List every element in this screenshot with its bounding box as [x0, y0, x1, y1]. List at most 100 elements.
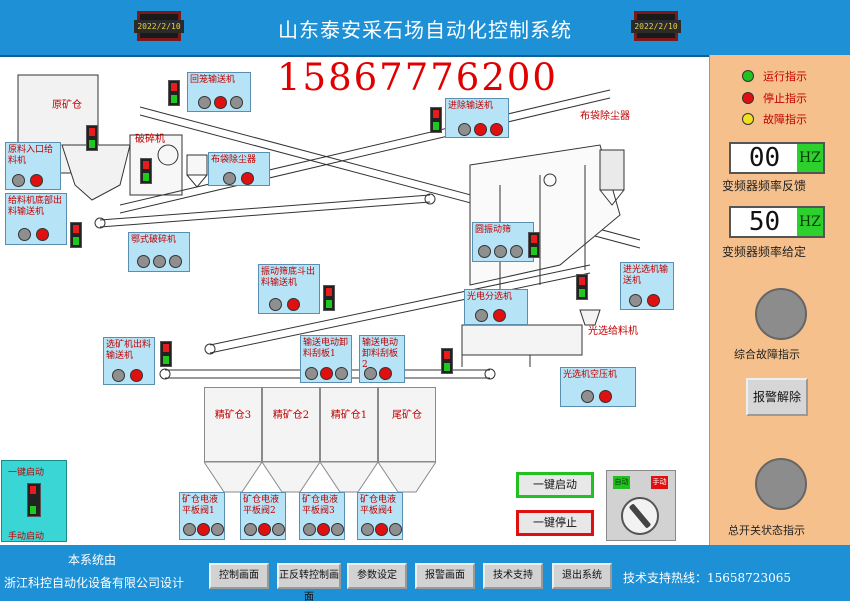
mode-toggle-switch[interactable] [27, 483, 41, 517]
main-switch-label: 总开关状态指示 [728, 524, 805, 537]
legend-run: 运行指示 [742, 68, 807, 84]
knob-manual-label: 手动 [651, 476, 668, 489]
process-diagram [17, 74, 641, 380]
status-lamp [475, 309, 488, 322]
gate-valve-3[interactable]: 矿仓电液平板阀3 [299, 492, 345, 540]
frequency-feedback-label: 变频器频率反馈 [722, 179, 807, 193]
frequency-setpoint-unit: HZ [797, 208, 823, 236]
silo-1: 精矿仓3 [204, 387, 262, 462]
status-lamp [478, 245, 491, 258]
status-lamp [36, 228, 49, 241]
selector-knob[interactable] [621, 497, 659, 535]
toggle-switch-optical-conveyor[interactable] [576, 274, 588, 300]
toggle-switch-raw-inlet[interactable] [86, 125, 98, 151]
toggle-switch-feeder-bottom[interactable] [70, 222, 82, 248]
bag-filter-small [186, 154, 208, 176]
legend-fault: 故障指示 [742, 111, 807, 127]
mode-manual-label: 手动启动 [8, 532, 45, 542]
conveyor-long-2 [119, 89, 611, 206]
status-lamp [18, 228, 31, 241]
nav-parameter-settings[interactable]: 参数设定 [347, 563, 407, 589]
status-lamp [375, 523, 388, 536]
device-optical-separator[interactable]: 光电分选机 [464, 289, 528, 325]
device-sorter-conveyor[interactable]: 选矿机出料输送机 [103, 337, 155, 385]
device-raw-inlet-feeder[interactable]: 原料入口给料机 [5, 142, 61, 190]
screen-pulley [543, 173, 557, 187]
frequency-feedback-value: 00 [748, 143, 781, 173]
crusher-wheel [157, 144, 179, 166]
silo-4: 尾矿仓 [378, 387, 436, 462]
device-optical-compressor[interactable]: 光选机空压机 [560, 367, 636, 407]
mode-select-panel: 一键启动 手动启动 [1, 460, 67, 542]
nav-alarm-screen[interactable]: 报警画面 [415, 563, 475, 589]
toggle-switch-round-screen[interactable] [528, 232, 540, 258]
device-bag-dust[interactable]: 布袋除尘器 [208, 152, 270, 186]
frequency-setpoint-input[interactable]: 50 HZ [729, 206, 825, 238]
device-vib-screen-conveyor[interactable]: 振动筛底斗出料输送机 [258, 264, 320, 314]
toggle-switch-sorter[interactable] [160, 341, 172, 367]
status-lamp [305, 367, 318, 380]
status-lamp [241, 172, 254, 185]
bag-dust-top-label: 布袋除尘器 [580, 111, 630, 122]
status-lamp [211, 523, 224, 536]
status-lamp [272, 523, 285, 536]
conveyor-mid-pulley [204, 343, 216, 355]
raw-bin-label: 原矿仓 [52, 100, 82, 111]
toggle-switch-dust-conveyor[interactable] [430, 107, 442, 133]
conveyor-feed-pulley-l [94, 217, 106, 229]
status-lamp [335, 367, 348, 380]
device-elec-plate-2[interactable]: 输送电动卸料刮板2 [359, 335, 405, 383]
status-lamp [137, 255, 150, 268]
status-lamp [379, 367, 392, 380]
status-lamp [197, 523, 210, 536]
status-lamp [320, 367, 333, 380]
toggle-switch-elec-plate[interactable] [441, 348, 453, 374]
gate-valve-2[interactable]: 矿仓电液平板阀2 [240, 492, 286, 540]
gate-valve-4[interactable]: 矿仓电液平板阀4 [357, 492, 403, 540]
one-key-stop-button[interactable]: 一键停止 [516, 510, 594, 536]
device-elec-plate-1[interactable]: 输送电动卸料刮板1 [300, 335, 352, 383]
legend-stop: 停止指示 [742, 90, 807, 106]
frequency-setpoint-label: 变频器频率给定 [722, 245, 807, 259]
nav-exit-system[interactable]: 退出系统 [552, 563, 612, 589]
conveyor-silo-pulley-r [484, 368, 496, 380]
status-lamp [494, 245, 507, 258]
status-lamp [12, 174, 25, 187]
status-lamp [198, 96, 211, 109]
conveyor-feed-bottom-b [99, 201, 431, 228]
conveyor-feed-pulley-r [424, 193, 436, 205]
nav-control-screen[interactable]: 控制画面 [209, 563, 269, 589]
device-rotary-conveyor[interactable]: 回笼输送机 [187, 72, 251, 112]
toggle-switch-crusher[interactable] [140, 158, 152, 184]
status-lamp [629, 294, 642, 307]
nav-tech-support[interactable]: 技术支持 [483, 563, 543, 589]
app-title: 山东泰安采石场自动化控制系统 [278, 18, 572, 42]
alarm-reset-button[interactable]: 报警解除 [746, 378, 808, 416]
gate-valve-1[interactable]: 矿仓电液平板阀1 [179, 492, 225, 540]
device-optical-conveyor[interactable]: 进光选机输送机 [620, 262, 674, 310]
toggle-switch-vib-screen[interactable] [323, 285, 335, 311]
toggle-switch-rotary[interactable] [168, 80, 180, 106]
crusher-label: 破碎机 [135, 134, 165, 145]
device-round-screen[interactable]: 圆振动筛 [472, 222, 534, 262]
frequency-feedback-unit: HZ [797, 144, 823, 172]
status-lamp [214, 96, 227, 109]
optical-separator-hopper [579, 309, 601, 326]
status-lamp [647, 294, 660, 307]
phone-banner: 15867776200 [277, 56, 558, 99]
bag-filter-large-cone [599, 189, 625, 206]
status-lamp [389, 523, 402, 536]
status-lamp [581, 390, 594, 403]
frequency-setpoint-value[interactable]: 50 [748, 207, 781, 237]
date-display-right: 2022/2/10 [631, 11, 681, 41]
fault-indicator-lamp [755, 288, 807, 340]
silo-cones [204, 462, 436, 493]
status-lamp [112, 369, 125, 382]
device-feeder-bottom-conveyor[interactable]: 给料机底部出料输送机 [5, 193, 67, 245]
device-dust-conveyor[interactable]: 进除输送机 [445, 98, 509, 138]
nav-reverse-control[interactable]: 正反转控制画面 [277, 563, 341, 603]
status-lamp [183, 523, 196, 536]
support-hotline: 技术支持热线：15658723065 [623, 571, 791, 585]
one-key-start-button[interactable]: 一键启动 [516, 472, 594, 498]
device-jaw-crusher[interactable]: 鄂式破碎机 [128, 232, 190, 272]
